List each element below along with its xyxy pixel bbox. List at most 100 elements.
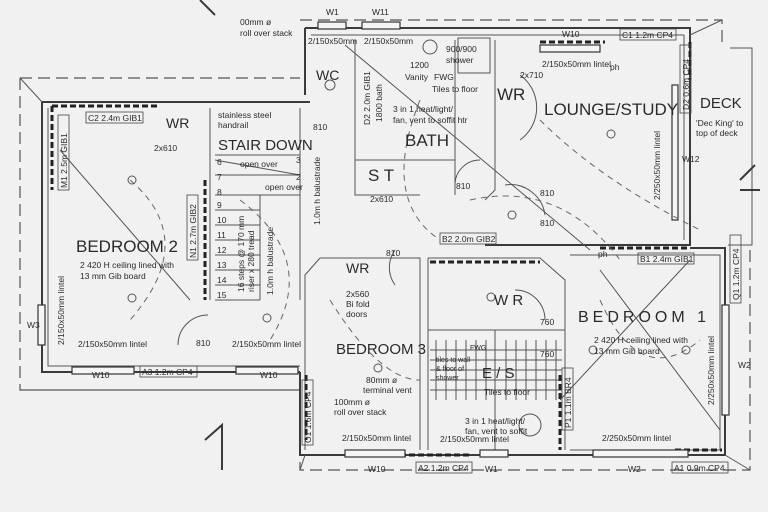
lintel-label: 2/150x50mm lintel: [56, 276, 66, 345]
bracing-tag: B2 2.0m GIB2: [442, 234, 496, 244]
step-number: 7: [217, 172, 222, 182]
door-width: 760: [540, 317, 554, 327]
lintel-label: 2/250x50mm lintel: [652, 131, 662, 200]
vent-note: 80mm ø: [366, 375, 397, 385]
fan-note: fan, vent to soffit htr: [393, 115, 468, 125]
door-width: 810: [456, 181, 470, 191]
door-swings: [59, 44, 721, 431]
shower-icon: [457, 37, 491, 74]
room-label-bath: BATH: [405, 131, 449, 150]
door-width: 810: [540, 188, 554, 198]
bracing-tag: A3 1.2m CP4: [142, 367, 193, 377]
window-w2-bottom: [592, 449, 689, 458]
fwg-label: FWG: [470, 345, 486, 352]
door-tag: D2 2.0m GIB1: [362, 71, 372, 125]
lintel-label: 2/150x50mm lintel: [232, 339, 301, 349]
lintel-label: 2/150x50mm lintel: [440, 434, 509, 444]
balustrade-note: 1.0m h balustrade: [265, 227, 275, 295]
fan-note: 3 in 1 heat/light/: [393, 104, 454, 114]
stair-treads: [215, 154, 300, 301]
ceiling-note: 2 420 H ceiling lined with: [80, 260, 174, 270]
tiles-label: Tiles to floor: [484, 387, 530, 397]
door-size: 2x710: [520, 70, 543, 80]
step-number: 15: [217, 290, 227, 300]
handrail-note: stainless steel: [218, 110, 271, 120]
door-width: 810: [313, 122, 327, 132]
room-label-ensuite: E / S: [482, 365, 515, 382]
window-tag: W2: [628, 464, 641, 474]
bracing-tag: N1 2.7m GIB2: [188, 204, 198, 258]
step-number: 10: [217, 215, 227, 225]
stack-note: 00mm ø: [240, 17, 271, 27]
window-w11: [361, 21, 401, 30]
power-point: ph: [598, 249, 608, 259]
step-number: 11: [217, 230, 226, 240]
light-icon: [127, 175, 137, 185]
ceiling-note: 13 mm Gib board: [80, 271, 146, 281]
lintel-label: 2/150x50mm: [364, 36, 413, 46]
light-fittings: [127, 37, 691, 437]
room-label-wr: WR: [497, 85, 525, 104]
window-tag: W3: [27, 320, 40, 330]
bracing-tag: M1 2.5m GIB1: [59, 133, 69, 188]
light-icon: [373, 363, 383, 373]
window-tag: W10: [562, 29, 580, 39]
room-label-bedroom-2: BEDROOM 2: [76, 237, 178, 256]
bath-size: 1800 bath: [374, 84, 384, 122]
tile-grid: [430, 340, 562, 400]
step-number: 12: [217, 245, 227, 255]
stack-note: roll over stack: [334, 407, 387, 417]
light-icon: [127, 293, 137, 303]
vent-note: terminal vent: [363, 385, 412, 395]
windows: [37, 21, 730, 458]
window-w10-lounge: [539, 44, 601, 53]
window-w1: [317, 21, 347, 30]
balustrade-note: 1.0m h balustrade: [312, 157, 322, 225]
step-number: 3: [296, 155, 301, 165]
door-width: 810: [386, 248, 400, 258]
door-size: 2x610: [370, 194, 393, 204]
bracing-tag: C1 1.2m CP4: [622, 30, 673, 40]
riser-note: riser x 280 tread: [246, 230, 256, 292]
light-icon: [507, 210, 517, 220]
light-icon: [588, 345, 598, 355]
window-tag: W10: [260, 370, 278, 380]
bath-labels: W1 W11 00mm ø roll over stack 2/150x50mm…: [240, 7, 478, 225]
power-point: ph: [610, 62, 620, 72]
door-width: 810: [540, 218, 554, 228]
step-number: 13: [217, 260, 227, 270]
room-label-lounge-study: LOUNGE/STUDY: [544, 100, 678, 119]
window-w10-stair: [235, 366, 299, 375]
deck-note: top of deck: [696, 128, 738, 138]
shower-label: 900/900: [446, 44, 477, 54]
handrail-note: handrail: [218, 120, 248, 130]
window-w10-bed2: [71, 366, 135, 375]
room-label-deck: DECK: [700, 95, 742, 112]
door-size: 2x610: [154, 143, 177, 153]
ceiling-note: 13 mm Gib board: [594, 346, 660, 356]
room-label-wr: WR: [346, 260, 369, 276]
bracing-tag: D2 0.6m CP4: [681, 59, 691, 110]
tiles-note: & floor of: [436, 366, 464, 373]
light-icon: [486, 292, 496, 302]
lintel-label: 2/250x50mm lintel: [706, 336, 716, 405]
ensuite-labels: B2 2.0m GIB2 W R 760 760 tiles to wall &…: [436, 232, 574, 444]
step-number: 2: [296, 172, 301, 182]
room-label-bedroom-3: BEDROOM 3: [336, 341, 426, 358]
fan-note: 3 in 1 heat/light/: [465, 416, 526, 426]
bracing-tag: Q1 1.2m CP4: [731, 248, 741, 300]
lintel-label: 2/150x50mm lintel: [542, 59, 611, 69]
lintel-label: 2/150x50mm: [308, 36, 357, 46]
window-w12: [671, 84, 679, 221]
tiles-label: Tiles to floor: [432, 84, 478, 94]
lintel-label: 2/250x50mm lintel: [602, 433, 671, 443]
window-tag: W11: [372, 7, 389, 17]
bracing: [50, 40, 722, 457]
step-number: 6: [217, 157, 222, 167]
step-number: 9: [217, 200, 222, 210]
light-icon: [681, 345, 691, 355]
deck-note: 'Dec King' to: [696, 118, 743, 128]
room-label-wr: WR: [166, 115, 189, 131]
bracing-tag: P1 1.1m BR4: [563, 377, 573, 428]
